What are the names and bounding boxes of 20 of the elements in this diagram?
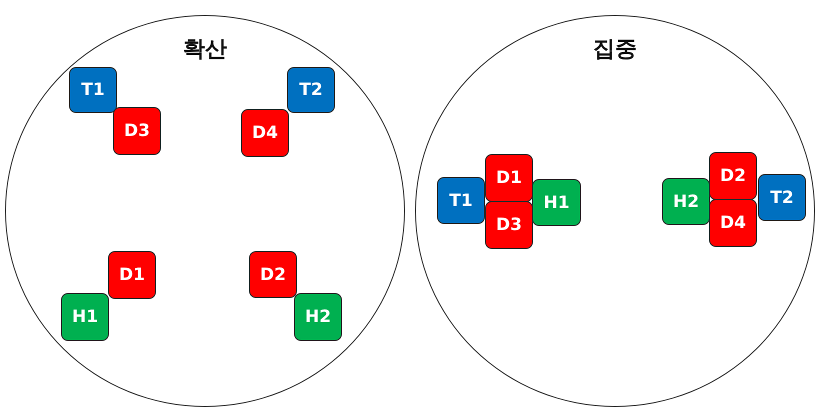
item-tile: D1 [485,154,533,202]
group-circle [5,15,405,407]
group-title: 집중 [593,36,637,64]
group-circle [415,15,815,407]
item-tile: T2 [287,67,335,113]
item-tile: D3 [485,201,533,249]
item-tile: H1 [532,179,581,226]
item-tile: T1 [69,67,117,113]
item-tile: D4 [241,109,289,157]
item-tile: H2 [662,178,710,225]
item-tile: H2 [294,293,342,341]
item-tile: D4 [709,199,757,247]
item-tile: D2 [709,152,757,200]
item-tile: T1 [437,177,485,224]
item-tile: D1 [108,251,156,299]
item-tile: H1 [61,293,109,341]
item-tile: T2 [758,174,806,221]
item-tile: D2 [249,251,297,298]
item-tile: D3 [113,107,161,155]
group-title: 확산 [183,36,227,64]
